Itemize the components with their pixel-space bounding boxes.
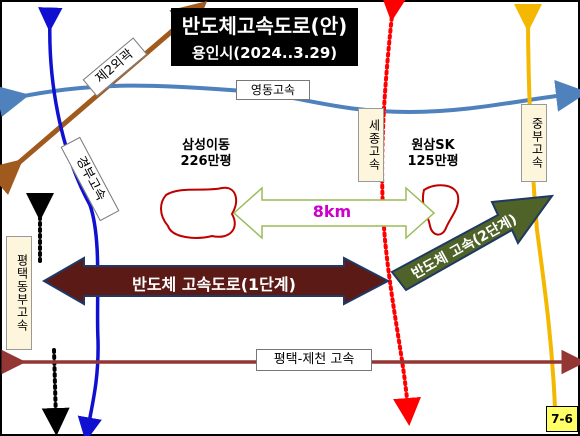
distance-arrow <box>232 186 436 240</box>
gyeongbu-road <box>38 7 102 436</box>
map-title: 반도체고속도로(안) <box>181 14 348 38</box>
map-subtitle: 용인시(2024..3.29) <box>191 44 338 62</box>
stage1-label: 반도체 고속도로(1단계) <box>132 275 296 294</box>
jungbu-label: 중부고속 <box>521 104 547 182</box>
yeongdong-road <box>0 79 580 117</box>
samsung-site-outline <box>160 186 238 239</box>
sk-site-area: 125만평 <box>407 154 459 169</box>
stage1-arrow <box>41 256 391 306</box>
sk-site-name: 원삼SK <box>411 138 455 153</box>
samsung-site-area: 226만평 <box>180 154 232 169</box>
stage2-arrow <box>390 194 555 292</box>
samsung-site-name: 삼성이동 <box>182 138 230 153</box>
jungbu-road <box>513 3 557 409</box>
samsung-site-label: 삼성이동 226만평 <box>166 138 246 170</box>
page-number: 7-6 <box>546 406 578 432</box>
title-box: 반도체고속도로(안) 용인시(2024..3.29) <box>171 8 358 66</box>
sejong-label: 세종고속 <box>358 108 384 182</box>
pyeongtaek-jecheon-label: 평택-제천 고속 <box>256 349 372 371</box>
pyeongtaek-dongbu-label: 평택동부고속 <box>6 236 32 350</box>
yeongdong-label: 영동고속 <box>236 80 310 100</box>
distance-label: 8km <box>312 202 352 221</box>
sk-site-label: 원삼SK 125만평 <box>398 138 468 170</box>
